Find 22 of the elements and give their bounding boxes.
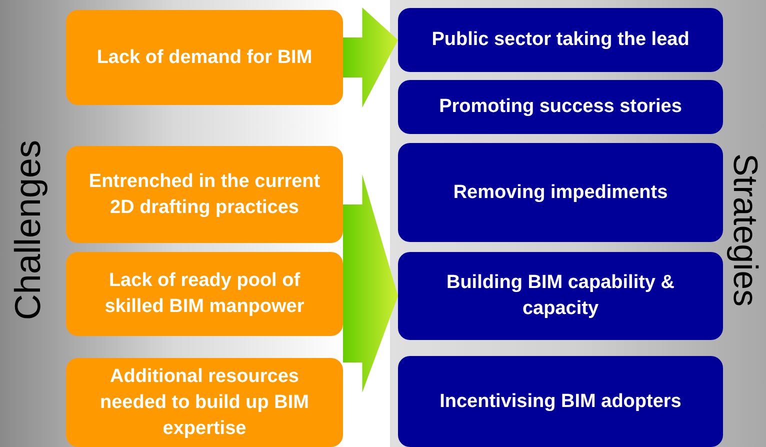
- rounded-box: [66, 146, 343, 243]
- block-arrow: [343, 174, 398, 392]
- rounded-box: [66, 252, 343, 336]
- box-text: Removing impediments: [453, 180, 668, 204]
- rounded-box: [398, 143, 723, 242]
- rounded-box: [66, 358, 343, 447]
- rounded-box: [398, 252, 723, 340]
- rounded-box: [398, 356, 723, 447]
- box-text: Additional resources needed to build up BIM expertise: [99, 364, 310, 440]
- box-text: Entrenched in the current 2D drafting practices: [88, 170, 322, 220]
- side-heading: Strategies: [728, 153, 762, 307]
- block-arrow: [343, 8, 398, 108]
- box-text: Incentivising BIM adopters: [440, 390, 682, 414]
- rounded-box: [66, 10, 343, 105]
- box-text: Public sector taking the lead: [432, 28, 690, 52]
- box-text: Promoting success stories: [439, 95, 682, 119]
- rounded-box: [398, 8, 723, 72]
- box-text: Lack of ready pool of skilled BIM manpower: [104, 269, 306, 319]
- box-text: Building BIM capability & capacity: [445, 271, 676, 321]
- rounded-box: [398, 80, 723, 134]
- side-heading: Challenges: [10, 140, 46, 320]
- box-text: Lack of demand for BIM: [96, 46, 312, 70]
